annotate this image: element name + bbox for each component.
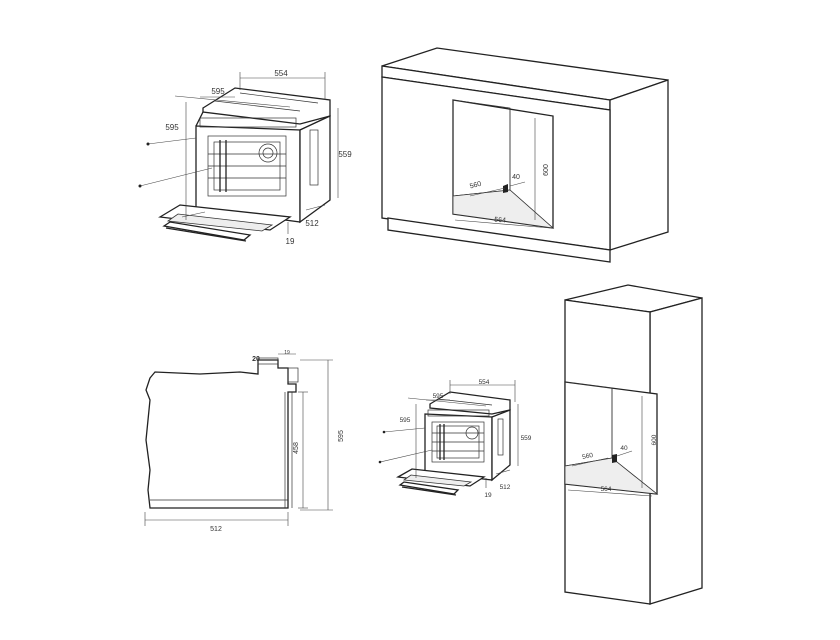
dim-tall-gap: 40 (620, 445, 628, 452)
dim-small-width-top: 554 (479, 379, 490, 386)
dim-side-depth: 512 (210, 526, 222, 533)
dim-cabinet-depth: 560 (469, 181, 482, 191)
dim-side-height-total: 595 (338, 430, 345, 442)
dim-small-depth: 512 (500, 484, 511, 491)
dim-oven-depth: 512 (305, 219, 319, 228)
dim-cabinet-height: 600 (543, 164, 550, 176)
dim-cabinet-gap: 40 (512, 174, 520, 181)
dim-small-door: 19 (484, 492, 492, 499)
dim-tall-height: 600 (651, 434, 658, 445)
dim-small-width-front: 595 (433, 393, 444, 400)
oven-side-view: 20 19 458 595 512 (144, 350, 345, 533)
dim-side-height-inner: 458 (293, 442, 300, 454)
dim-tall-width: 564 (601, 486, 612, 493)
dim-small-height-front: 595 (400, 417, 411, 424)
cabinet-tall: 560 40 564 600 (564, 284, 703, 605)
dim-side-top: 20 (252, 356, 260, 363)
dim-oven-height-side: 559 (338, 150, 352, 159)
oven-large: 554 595 595 559 512 19 (138, 69, 352, 246)
dim-small-height-side: 559 (521, 435, 532, 442)
dim-oven-width-top: 554 (274, 69, 288, 78)
cabinet-under-counter: 560 40 564 600 (381, 47, 669, 263)
oven-small: 554 595 595 559 512 19 (378, 379, 532, 499)
dim-oven-door: 19 (286, 237, 295, 246)
dim-cabinet-width: 564 (494, 217, 506, 225)
dim-oven-width-front: 595 (211, 87, 225, 96)
dim-side-top-small: 19 (284, 350, 290, 356)
dim-tall-depth: 560 (582, 452, 594, 461)
dim-oven-height-front: 595 (165, 123, 179, 132)
